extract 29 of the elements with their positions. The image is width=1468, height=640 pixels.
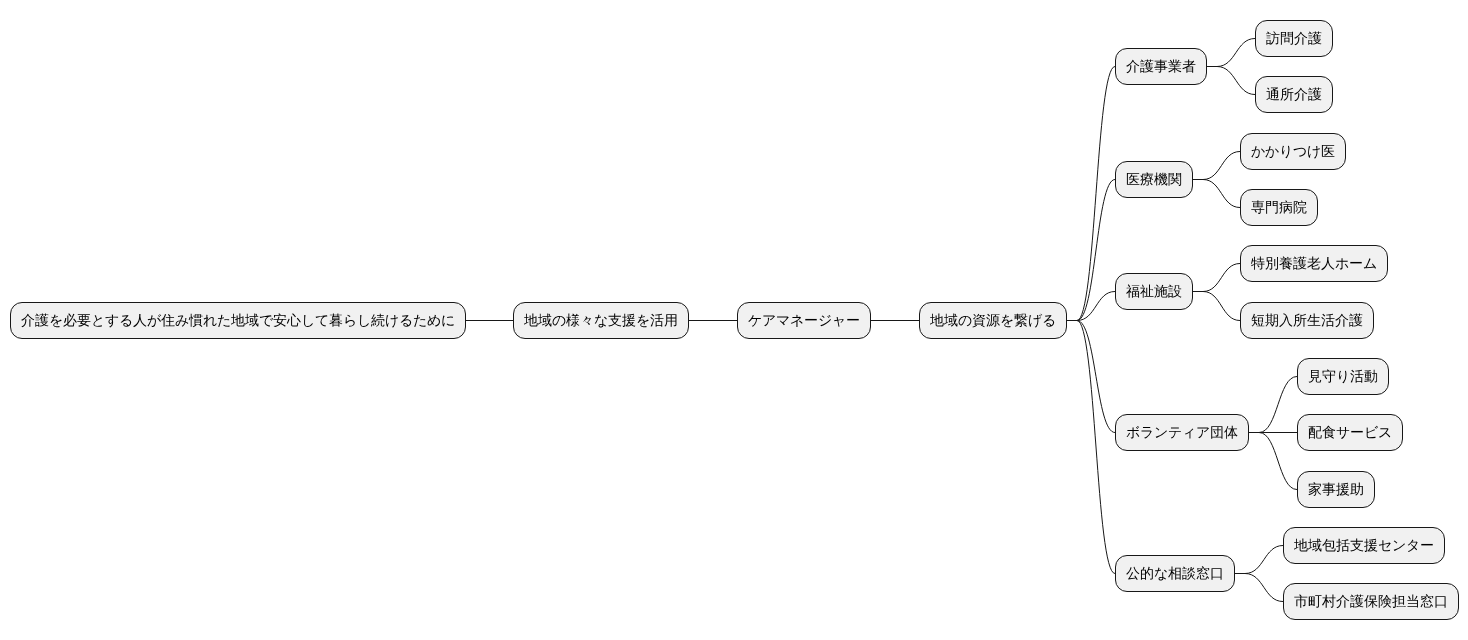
connector-line	[1206, 66, 1256, 95]
topic-box: 福祉施設	[1115, 273, 1193, 310]
connector-line	[1248, 432, 1298, 490]
topic-box: ケアマネージャー	[737, 302, 871, 339]
connector-line	[1234, 573, 1284, 602]
topic-box: 市町村介護保険担当窓口	[1283, 583, 1459, 620]
topic-box: 公的な相談窓口	[1115, 555, 1235, 592]
connector-line	[688, 320, 738, 321]
connector-line	[1192, 179, 1241, 208]
connector-line	[1192, 291, 1241, 321]
topic-box: 訪問介護	[1255, 20, 1333, 57]
topic-box: 地域の資源を繋げる	[919, 302, 1067, 339]
topic-box: 通所介護	[1255, 76, 1333, 113]
topic-box: 地域包括支援センター	[1283, 527, 1445, 564]
topic-box: 短期入所生活介護	[1240, 302, 1374, 339]
connector-line	[465, 320, 514, 321]
topic-box: 専門病院	[1240, 189, 1318, 226]
topic-box: 特別養護老人ホーム	[1240, 245, 1388, 282]
topic-box: ボランティア団体	[1115, 414, 1249, 451]
topic-box: かかりつけ医	[1240, 133, 1346, 170]
topic-box: 見守り活動	[1297, 358, 1389, 395]
topic-box: 介護を必要とする人が住み慣れた地域で安心して暮らし続けるために	[10, 302, 466, 339]
topic-box: 地域の様々な支援を活用	[513, 302, 689, 339]
topic-box: 医療機関	[1115, 161, 1193, 198]
connector-line	[1066, 320, 1116, 574]
topic-box: 配食サービス	[1297, 414, 1403, 451]
topic-box: 介護事業者	[1115, 48, 1207, 85]
connector-line	[870, 320, 920, 321]
topic-box: 家事援助	[1297, 471, 1375, 508]
